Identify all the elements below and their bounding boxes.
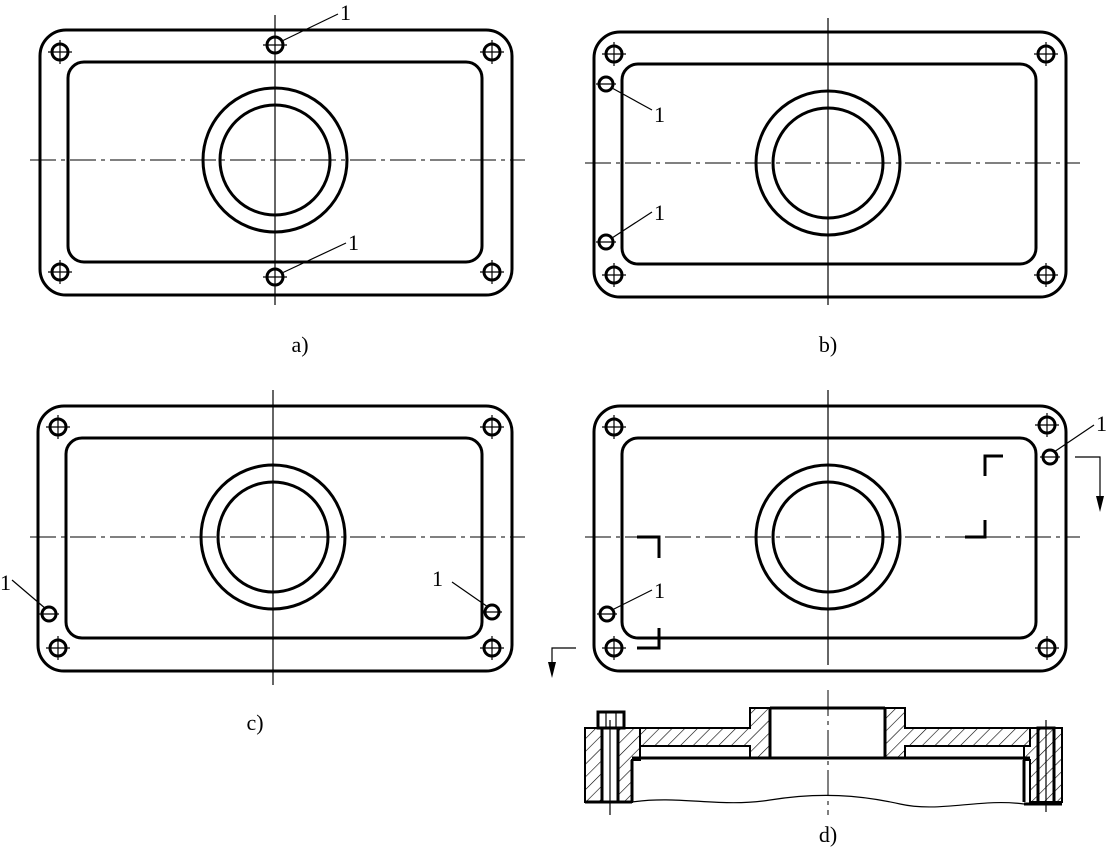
callout-label: 1 (654, 102, 665, 127)
outer-contour (38, 28, 514, 297)
pin-holes (263, 35, 287, 287)
callout-label: 1 (348, 230, 359, 255)
outer-contour (592, 30, 1068, 299)
section-view (584, 690, 1063, 815)
bolt-holes (602, 413, 1059, 660)
callout-label: 1 (654, 578, 665, 603)
panel-caption: b) (819, 332, 837, 357)
leader-line (611, 589, 653, 611)
panel-caption: d) (819, 822, 837, 847)
callout-label: 1 (340, 0, 351, 25)
bolt-head (596, 710, 626, 730)
inner-contour (620, 62, 1038, 266)
inner-contour (64, 436, 484, 640)
leader-line (611, 87, 653, 111)
bolt-holes (48, 40, 504, 284)
callout-label: 1 (432, 566, 443, 591)
leader-line (451, 581, 489, 608)
bolt-holes (46, 415, 504, 660)
panel-d: 1 1 (548, 390, 1107, 847)
panel-c: 1 1 c) (0, 390, 525, 735)
outer-contour (36, 404, 514, 673)
bolt-holes (602, 42, 1058, 287)
callout-label: 1 (654, 200, 665, 225)
callout-label: 1 (1096, 411, 1107, 436)
leader-line (11, 579, 47, 610)
leader-line (1053, 424, 1095, 453)
panel-caption: c) (246, 710, 263, 735)
inner-contour (620, 436, 1038, 640)
leader-line (611, 211, 653, 239)
callout-label: 1 (0, 570, 11, 595)
pin-holes (597, 448, 1060, 623)
panel-b: 1 1 b) (585, 18, 1080, 357)
pin-holes (596, 75, 616, 251)
leader-line (281, 13, 339, 42)
leader-line (281, 242, 347, 274)
panel-caption: a) (291, 332, 308, 357)
section-cut-marks (548, 454, 1104, 678)
pin-holes (39, 603, 502, 623)
outer-contour (592, 404, 1068, 673)
panel-a: 1 1 a) (30, 0, 525, 357)
